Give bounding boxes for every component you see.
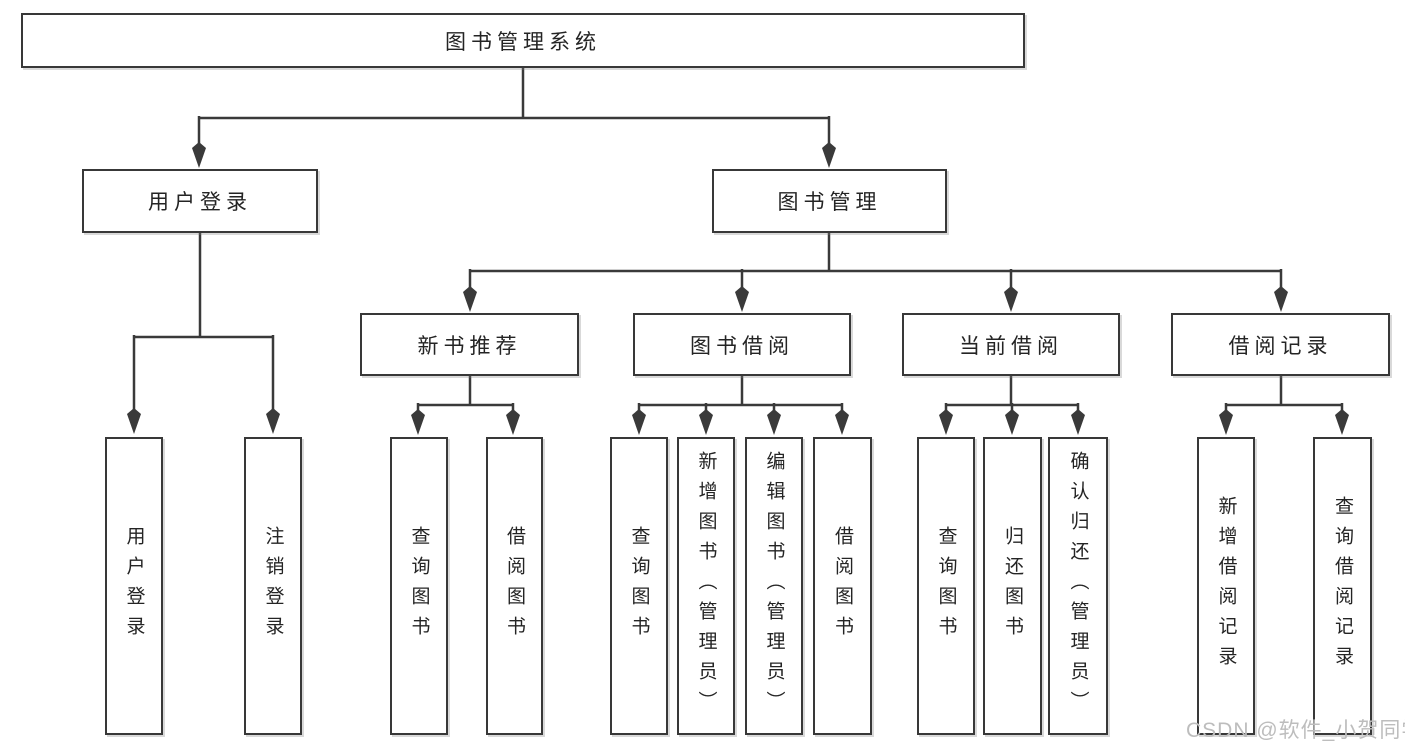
leaf-newbook-borrow-books: 借阅图书 xyxy=(486,437,543,735)
leaf-newbook-query-books: 查询图书 xyxy=(390,437,448,735)
node-new-book-recommend: 新书推荐 xyxy=(360,313,579,376)
leaf-current-confirm-return-admin: 确认归还（管理员） xyxy=(1048,437,1108,735)
tree-edges xyxy=(132,68,1344,413)
leaf-borrow-query-books: 查询图书 xyxy=(610,437,668,735)
node-book-management: 图书管理 xyxy=(712,169,947,233)
node-user-login: 用户登录 xyxy=(82,169,318,233)
node-current-borrow: 当前借阅 xyxy=(902,313,1120,376)
leaf-current-return-books: 归还图书 xyxy=(983,437,1042,735)
leaf-record-add-borrow-record: 新增借阅记录 xyxy=(1197,437,1255,735)
leaf-borrow-borrow-books: 借阅图书 xyxy=(813,437,872,735)
node-book-borrow: 图书借阅 xyxy=(633,313,851,376)
leaf-borrow-add-books-admin: 新增图书（管理员） xyxy=(677,437,735,735)
leaf-borrow-edit-books-admin: 编辑图书（管理员） xyxy=(745,437,803,735)
csdn-watermark: CSDN @软件_小贺同学 xyxy=(1186,719,1405,742)
node-borrow-records: 借阅记录 xyxy=(1171,313,1390,376)
leaf-user-login: 用户登录 xyxy=(105,437,163,735)
leaf-current-query-books: 查询图书 xyxy=(917,437,975,735)
node-root-system: 图书管理系统 xyxy=(21,13,1025,68)
leaf-logout: 注销登录 xyxy=(244,437,302,735)
leaf-record-query-borrow-record: 查询借阅记录 xyxy=(1313,437,1372,735)
